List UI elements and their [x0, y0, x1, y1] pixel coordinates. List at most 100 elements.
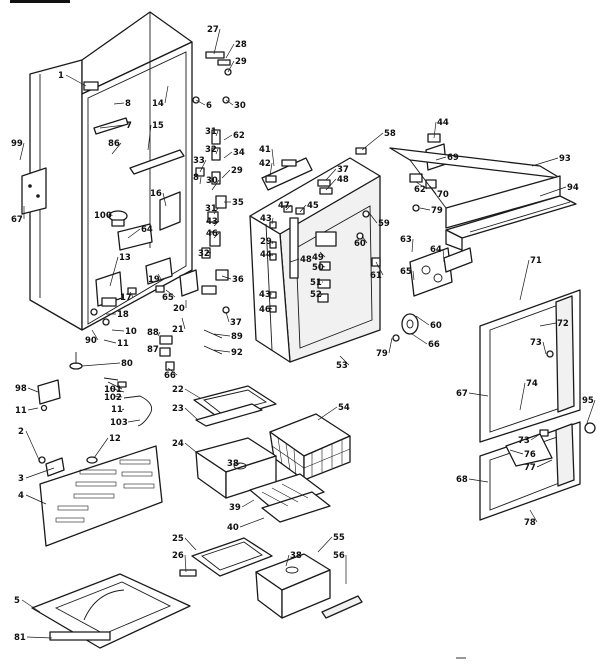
grille-4 [39, 445, 163, 547]
callout-label-17: 17 [120, 293, 132, 303]
callout-label-72: 72 [557, 319, 569, 329]
callout-label-67: 67 [456, 389, 468, 399]
fan-blade-66 [392, 313, 419, 342]
callout-label-73: 73 [530, 338, 542, 348]
callout-label-78: 78 [524, 518, 536, 528]
callout-leader-11 [27, 407, 39, 411]
callout-label-67: 67 [11, 215, 23, 225]
callout-label-37: 37 [230, 318, 242, 328]
callout-leader-103 [127, 419, 141, 423]
callout-leader-74 [519, 382, 526, 411]
fan-bracket-63-65 [409, 247, 473, 297]
callout-leader-86 [111, 142, 122, 155]
callout-leader-55 [317, 536, 333, 553]
callout-label-79: 79 [431, 206, 443, 216]
callout-label-60: 60 [354, 239, 366, 249]
callout-label-65: 65 [162, 293, 174, 303]
callout-leader-29 [221, 169, 231, 179]
callout-leader-73 [542, 341, 547, 355]
callout-label-32: 32 [198, 249, 210, 259]
callout-label-30: 30 [206, 176, 218, 186]
callout-leader-19 [157, 273, 162, 280]
callout-label-16: 16 [150, 189, 162, 199]
wire-harness-101-103 [103, 377, 153, 427]
wire-basket-54 [269, 413, 351, 481]
callout-label-63: 63 [400, 235, 412, 245]
rail-94 [445, 195, 577, 251]
callout-label-58: 58 [384, 129, 396, 139]
callout-leader-46 [213, 232, 220, 239]
callout-label-29: 29 [231, 166, 243, 176]
drawer-handle-56 [321, 595, 363, 619]
callout-label-37: 37 [337, 165, 349, 175]
callout-label-19: 19 [148, 275, 160, 285]
hinge-assembly-13 [90, 271, 123, 326]
callout-label-2: 2 [18, 427, 24, 437]
callout-leader-80 [81, 362, 121, 367]
callout-label-11: 11 [117, 339, 129, 349]
callout-label-14: 14 [152, 99, 164, 109]
callout-leader-46 [269, 307, 273, 310]
callout-leader-76 [509, 449, 524, 455]
cabinet-channel-64 [117, 223, 153, 251]
callout-leader-31 [215, 130, 219, 137]
callout-label-87: 87 [147, 345, 159, 355]
callout-label-66: 66 [164, 371, 176, 381]
callout-label-50: 50 [312, 263, 324, 273]
grille-clip-3 [45, 457, 65, 477]
shelf-frame-23 [195, 403, 263, 427]
callout-label-11: 11 [15, 406, 27, 416]
callout-leader-27 [213, 28, 221, 55]
callout-leader-22 [184, 388, 201, 399]
callout-leader-40 [239, 517, 265, 528]
callout-leader-48 [289, 258, 300, 263]
callout-leader-70 [429, 185, 437, 195]
callout-label-38: 38 [227, 459, 239, 469]
callout-leader-58 [361, 132, 384, 151]
callout-label-62: 62 [414, 185, 426, 195]
callout-label-23: 23 [172, 404, 184, 414]
callout-leader-65 [412, 270, 415, 281]
callout-leader-37 [225, 311, 230, 323]
callout-label-66: 66 [428, 340, 440, 350]
callout-leader-68 [468, 478, 489, 483]
callout-leader-95 [585, 399, 596, 427]
callout-label-51: 51 [310, 278, 322, 288]
callout-label-18: 18 [117, 310, 129, 320]
freezer-liner-53 [249, 157, 381, 363]
callout-label-20: 20 [173, 304, 185, 314]
callout-leader-42 [269, 162, 273, 177]
callout-leader-49 [319, 251, 326, 258]
callout-label-15: 15 [152, 121, 164, 131]
callout-label-41: 41 [259, 145, 271, 155]
callout-label-64: 64 [430, 245, 442, 255]
callout-leader-23 [184, 407, 199, 421]
callout-label-74: 74 [526, 379, 538, 389]
callout-leader-33 [199, 159, 207, 173]
callout-leader-25 [184, 537, 197, 551]
callout-label-59: 59 [378, 219, 390, 229]
callout-leader-43 [271, 217, 274, 225]
hinge-parts-27-30 [192, 51, 232, 104]
callout-leader-29 [271, 240, 274, 245]
callout-leader-79 [388, 337, 393, 354]
callout-label-21: 21 [172, 325, 184, 335]
callout-label-30: 30 [234, 101, 246, 111]
callout-label-76: 76 [524, 450, 536, 460]
callout-leader-13 [109, 256, 119, 287]
callout-leader-34 [223, 151, 233, 159]
callout-label-90: 90 [85, 336, 97, 346]
callout-leader-43 [213, 220, 220, 227]
scan-artifact-bar [10, 0, 70, 3]
callout-label-32: 32 [205, 145, 217, 155]
callout-leader-67 [468, 392, 489, 397]
callout-leader-63 [411, 238, 414, 253]
callout-label-47: 47 [278, 201, 290, 211]
callout-label-8: 8 [193, 173, 199, 183]
callout-leader-38 [235, 462, 241, 467]
callout-leader-101 [107, 381, 123, 390]
callout-label-29: 29 [260, 237, 272, 247]
callout-label-77: 77 [524, 463, 536, 473]
